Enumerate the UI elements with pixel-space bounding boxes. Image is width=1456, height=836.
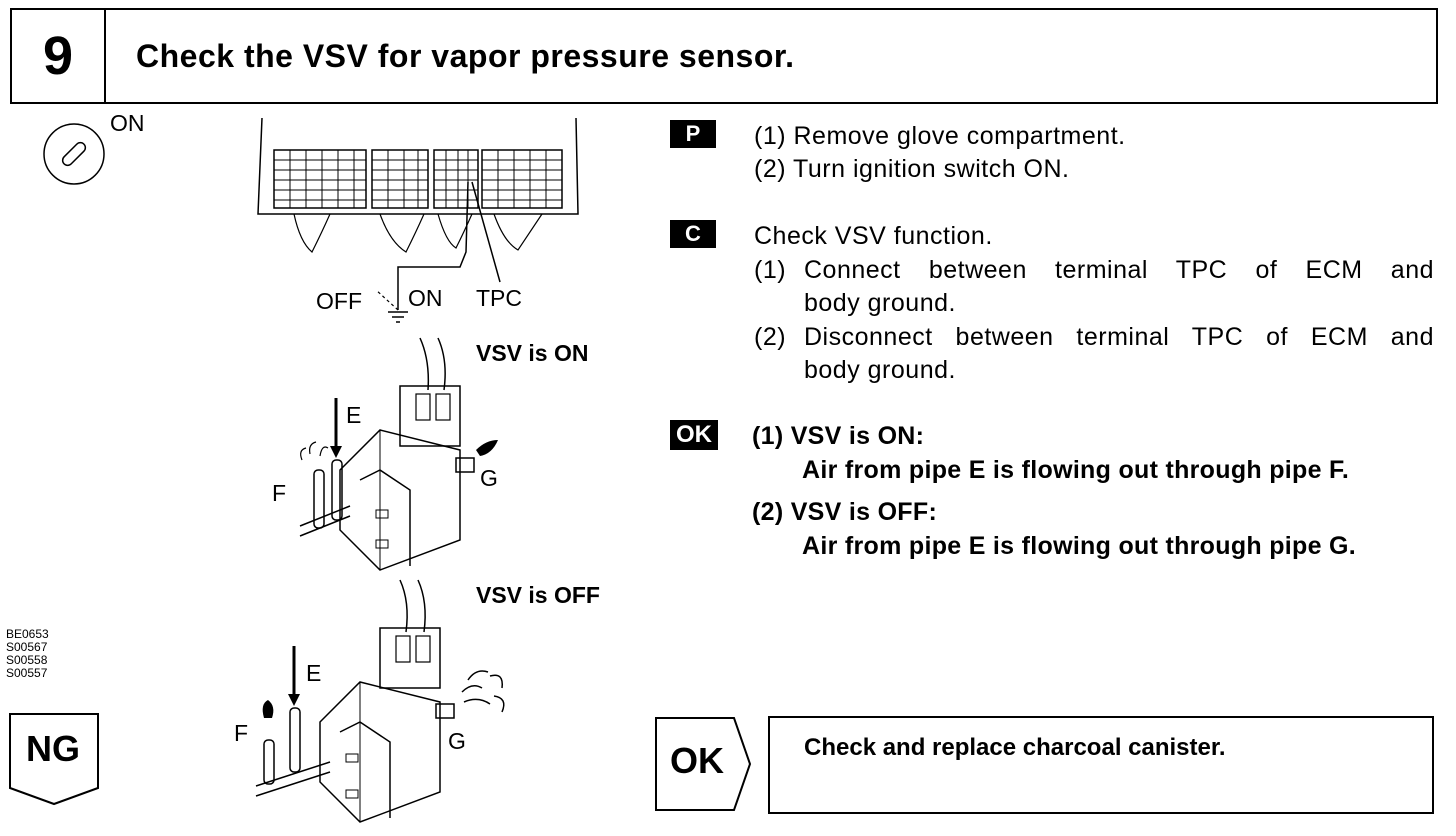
ok-criteria-item-1-head: (1) VSV is ON: bbox=[752, 422, 925, 450]
vsv-on-illustration bbox=[299, 337, 498, 571]
check-heading: Check VSV function. bbox=[754, 222, 993, 250]
ok-result-label: OK bbox=[670, 740, 724, 781]
ok-criteria-item-1-text: Air from pipe E is flowing out through p… bbox=[802, 456, 1350, 484]
prep-step-2: (2) Turn ignition switch ON. bbox=[754, 155, 1070, 183]
prep-tag: P bbox=[670, 120, 716, 148]
figure-code: S00567 bbox=[6, 640, 48, 654]
step-number: 9 bbox=[12, 10, 106, 102]
ok-criteria-item-2-head: (2) VSV is OFF: bbox=[752, 498, 938, 526]
pipe-g-on-label: G bbox=[480, 465, 498, 491]
prep-step-1: (1) Remove glove compartment. bbox=[754, 122, 1126, 150]
ok-action-box: Check and replace charcoal canister. bbox=[768, 716, 1434, 814]
check-step-2-line-1: Disconnect between terminal TPC of ECM a… bbox=[804, 323, 1434, 351]
switch-off-label: OFF bbox=[316, 288, 362, 314]
check-tag: C bbox=[670, 220, 716, 248]
ok-result-shape bbox=[655, 717, 752, 811]
ignition-on-label: ON bbox=[110, 110, 145, 136]
figure-code: BE0653 bbox=[6, 627, 49, 641]
step-title: Check the VSV for vapor pressure sensor. bbox=[136, 37, 795, 74]
step-header: 9 Check the VSV for vapor pressure senso… bbox=[10, 8, 1438, 104]
pipe-e-on-label: E bbox=[346, 402, 362, 428]
vsv-on-title: VSV is ON bbox=[476, 340, 589, 366]
check-step-1-line-1: Connect between terminal TPC of ECM and bbox=[804, 256, 1434, 284]
figure-code: S00558 bbox=[6, 653, 48, 667]
figure-codes: BE0653 S00567 S00558 S00557 bbox=[6, 628, 49, 680]
ok-action-text: Check and replace charcoal canister. bbox=[804, 734, 1226, 761]
ok-criteria-item-2-text: Air from pipe E is flowing out through p… bbox=[802, 532, 1357, 560]
check-step-1-num: (1) bbox=[754, 256, 787, 284]
tpc-label: TPC bbox=[476, 285, 522, 311]
check-step-2-num: (2) bbox=[754, 323, 787, 351]
pipe-f-off-label: F bbox=[234, 720, 249, 746]
ok-criteria-tag: OK bbox=[670, 420, 718, 450]
ng-result-label: NG bbox=[26, 728, 80, 769]
vsv-off-title: VSV is OFF bbox=[476, 582, 600, 608]
figure-code: S00557 bbox=[6, 666, 48, 680]
ecm-connector-diagram bbox=[257, 117, 579, 323]
pipe-g-off-label: G bbox=[448, 728, 466, 754]
pipe-f-on-label: F bbox=[272, 480, 287, 506]
ng-result-shape bbox=[9, 713, 99, 806]
check-step-1-line-2: body ground. bbox=[804, 289, 956, 317]
check-step-2-line-2: body ground. bbox=[804, 356, 956, 384]
switch-on-label: ON bbox=[408, 285, 443, 311]
vsv-off-illustration bbox=[255, 579, 505, 823]
ignition-switch-icon bbox=[43, 123, 105, 185]
pipe-e-off-label: E bbox=[306, 660, 322, 686]
